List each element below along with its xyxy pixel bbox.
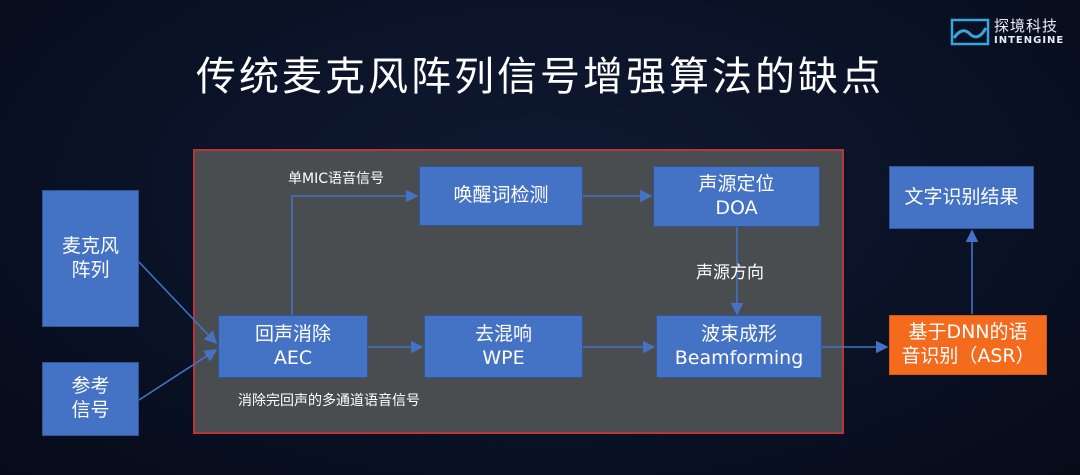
wakeword-label: 唤醒词检测 (453, 184, 549, 207)
multichannel-signal-label: 消除完回声的多通道语音信号 (238, 393, 420, 409)
single-mic-signal-label: 单MIC语音信号 (288, 171, 384, 187)
reference-line-1: 参考 (71, 375, 110, 398)
page-title: 传统麦克风阵列信号增强算法的缺点 (196, 54, 884, 100)
wpe-box: 去混响 WPE (424, 315, 583, 378)
arrow-aec-to-wakeword (291, 189, 419, 315)
wpe-line-1: 去混响 (474, 322, 532, 345)
asr-line-1: 基于DNN的语 (908, 321, 1028, 344)
doa-box: 声源定位 DOA (653, 166, 820, 227)
text-result-box: 文字识别结果 (889, 166, 1034, 229)
text-result-label: 文字识别结果 (904, 185, 1019, 208)
beamforming-box: 波束成形 Beamforming (656, 315, 822, 378)
arrow-ref-to-aec (138, 349, 218, 401)
mic-array-line-2: 阵列 (71, 258, 110, 281)
doa-line-2: DOA (715, 196, 758, 219)
logo-name-cn: 探境科技 (994, 17, 1059, 35)
mic-array-box: 麦克风 阵列 (42, 190, 139, 327)
sound-direction-label: 声源方向 (696, 263, 764, 283)
aec-box: 回声消除 AEC (218, 315, 368, 378)
logo-wave-icon (950, 18, 990, 46)
beamforming-line-2: Beamforming (674, 346, 804, 369)
doa-line-1: 声源定位 (698, 172, 775, 195)
wpe-line-2: WPE (482, 346, 525, 369)
beamforming-line-1: 波束成形 (700, 322, 777, 345)
company-logo: 探境科技 INTENGINE (950, 12, 1075, 52)
logo-name-en: INTENGINE (994, 35, 1065, 46)
aec-line-1: 回声消除 (254, 322, 331, 345)
mic-array-line-1: 麦克风 (61, 234, 119, 257)
reference-line-2: 信号 (71, 399, 110, 421)
asr-line-2: 音识别（ASR） (901, 345, 1035, 367)
arrow-mic-to-aec (138, 261, 218, 345)
wakeword-box: 唤醒词检测 (419, 166, 583, 226)
asr-box: 基于DNN的语 音识别（ASR） (889, 315, 1047, 375)
aec-line-2: AEC (273, 346, 313, 369)
reference-signal-box: 参考 信号 (42, 362, 139, 436)
